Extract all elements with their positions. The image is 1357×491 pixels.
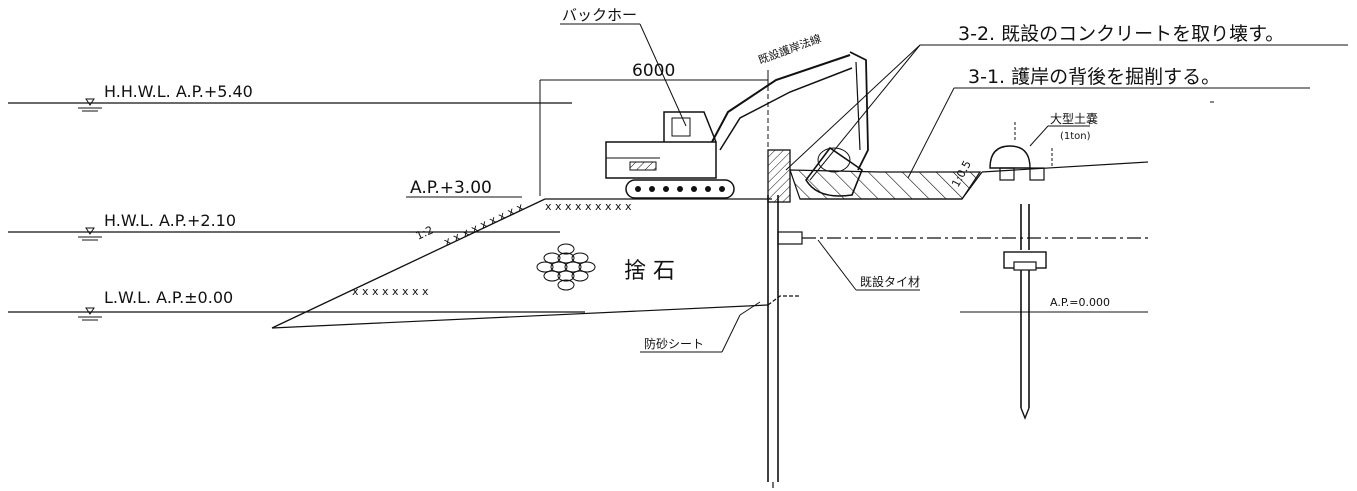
dimension-6000: 6000	[539, 61, 769, 196]
existing-concrete	[767, 149, 791, 203]
sandbag-icon	[989, 122, 1053, 181]
water-level-hhwl: H.H.W.L. A.P.+5.40	[8, 82, 572, 112]
existing-revetment-line-label: 既設護岸法線	[756, 31, 823, 67]
svg-text:x x x x x x x x x: x x x x x x x x x	[442, 200, 526, 249]
sand-sheet-label: 防砂シート	[644, 336, 704, 351]
width-dimension-label: 6000	[632, 61, 675, 81]
step-3-2-label: 3-2. 既設のコンクリートを取り壊す。	[958, 23, 1284, 45]
water-level-hwl: H.W.L. A.P.+2.10	[8, 211, 560, 241]
water-level-marker-icon	[85, 98, 95, 106]
step-3-1-label: 3-1. 護岸の背後を掘削する。	[968, 66, 1220, 88]
sandbag-weight-label: (1ton)	[1060, 131, 1091, 142]
rubble-stones-icon	[536, 243, 596, 291]
sand-sheet-line	[767, 295, 800, 306]
hhwl-label: H.H.W.L. A.P.+5.40	[104, 82, 253, 101]
hwl-label: H.W.L. A.P.+2.10	[104, 211, 236, 230]
water-level-marker-icon	[85, 227, 95, 235]
sheet-pile	[767, 195, 779, 488]
embankment: x x x x x x x x x x x x x x x x x x x x …	[271, 198, 962, 329]
backhoe-label: バックホー	[562, 6, 637, 24]
tie-rod-label: 既設タイ材	[860, 274, 920, 289]
tie-rod-anchor	[777, 231, 803, 245]
water-level-lwl: L.W.L. A.P.±0.00	[8, 288, 585, 321]
backhoe-icon	[605, 51, 869, 199]
anchor-pile-icon	[1003, 204, 1047, 420]
ap-300-label: A.P.+3.00	[410, 178, 492, 198]
svg-text:x x x x x x x x: x x x x x x x x	[352, 285, 429, 298]
water-level-marker-icon	[85, 307, 95, 315]
armor-stone-marks: x x x x x x x x x x x x x x x x x x x x …	[352, 200, 632, 298]
excavation-area	[789, 169, 982, 200]
lwl-label: L.W.L. A.P.±0.00	[104, 288, 233, 307]
sandbag-label: 大型土嚢	[1050, 111, 1098, 126]
svg-text:x x x x x x x x x: x x x x x x x x x	[545, 200, 632, 213]
rubble-label: 捨 石	[624, 259, 675, 284]
slope-1-2-label: 1:2	[414, 223, 436, 242]
ap-0-label: A.P.=0.000	[1050, 296, 1110, 309]
